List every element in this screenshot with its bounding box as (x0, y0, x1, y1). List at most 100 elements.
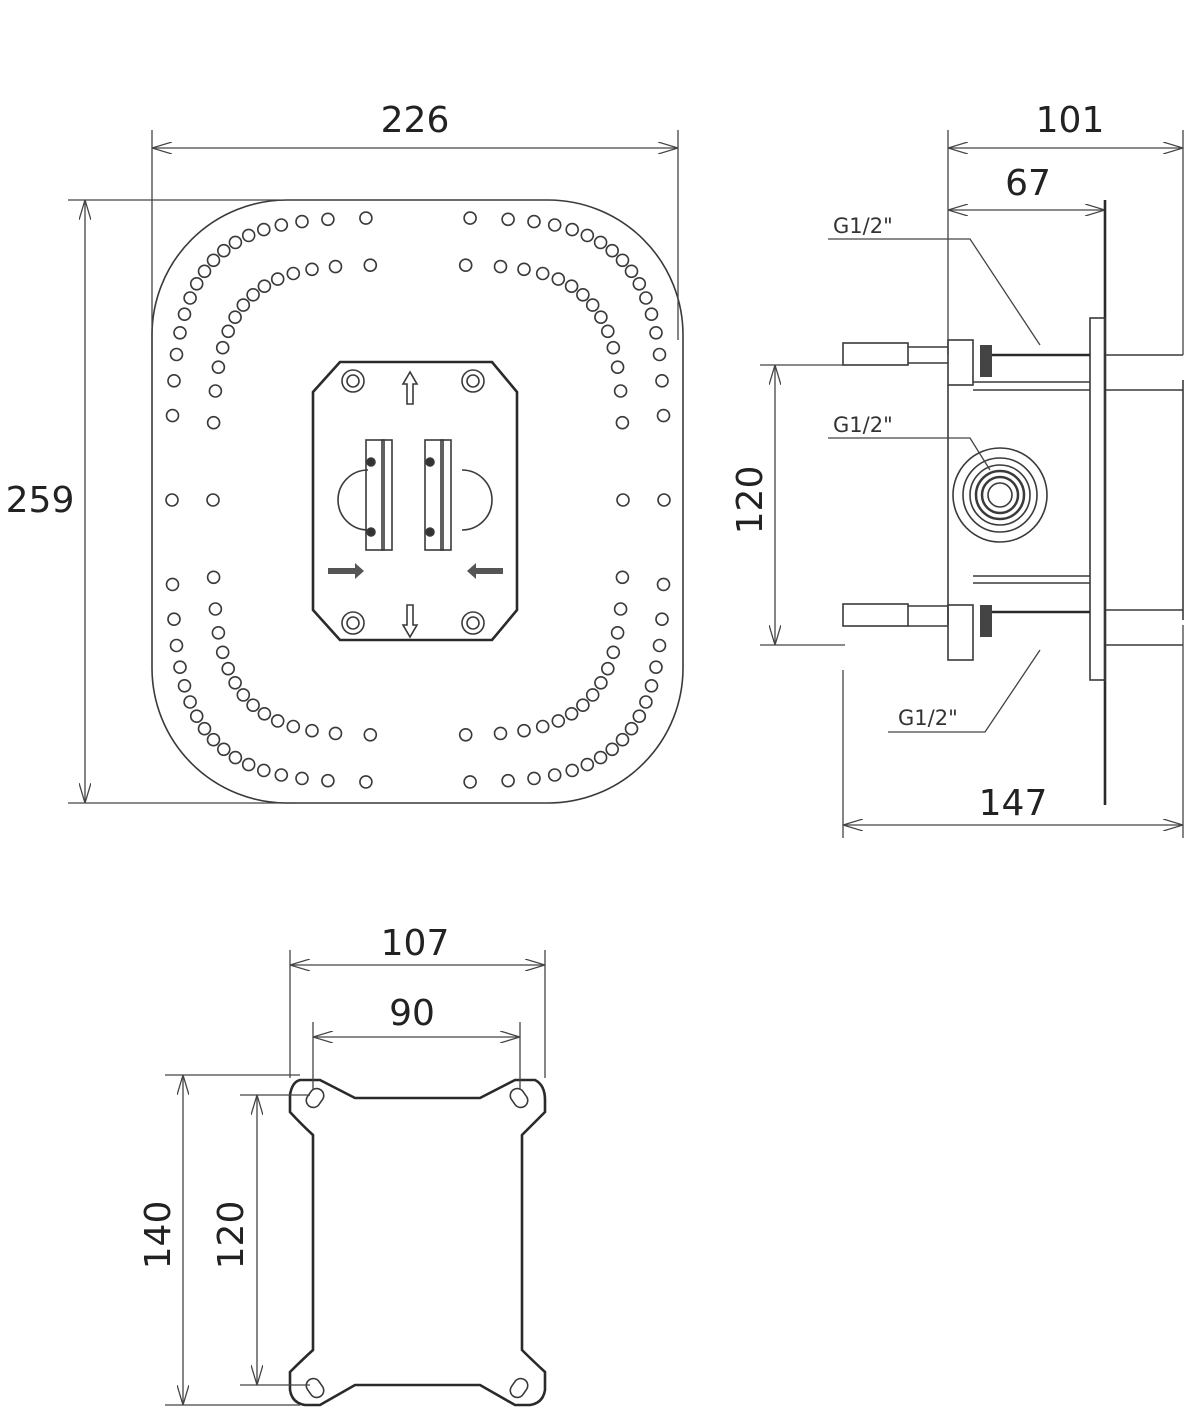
perforation-hole (565, 763, 580, 778)
perforation-hole (535, 719, 550, 734)
thread-label-middle: G1/2" (833, 413, 893, 437)
perforation-hole (585, 298, 600, 312)
perforation-hole (594, 675, 608, 690)
arrow-up-icon (401, 370, 419, 405)
perforation-hole (359, 775, 373, 789)
height-dimension: 259 (6, 480, 75, 521)
perforation-hole (165, 408, 180, 423)
perforation-hole (321, 773, 335, 788)
perforation-hole (270, 714, 285, 728)
perforation-hole (359, 211, 373, 225)
perforation-hole (206, 415, 221, 430)
perforation-hole (458, 258, 473, 273)
perforation-hole (274, 218, 289, 232)
overall-dimension: 147 (979, 783, 1048, 824)
perforation-hole (657, 493, 671, 507)
thread-label-top: G1/2" (833, 214, 893, 238)
arrow-left-icon (467, 563, 503, 579)
perforation-hole (165, 577, 180, 592)
plate-width-inner-dimension: 90 (389, 993, 435, 1034)
bottom-inlet (842, 575, 1090, 661)
perforation-hole (547, 768, 562, 782)
perforation-hole (270, 272, 285, 286)
valve-body-plate (311, 360, 519, 642)
perforation-hole (652, 347, 667, 362)
width-dimension: 226 (381, 100, 450, 141)
perforation-hole (639, 291, 653, 305)
mounting-plate (288, 1078, 547, 1407)
perforation-hole (644, 307, 659, 322)
perforation-hole (652, 638, 667, 653)
perforation-hole (177, 307, 192, 322)
perforation-hole (274, 768, 289, 782)
perforation-hole (606, 340, 621, 355)
plate-height-inner-dimension: 120 (211, 1201, 252, 1270)
perforation-hole (228, 235, 243, 250)
perforation-hole (551, 272, 566, 286)
perforation-hole (189, 276, 204, 291)
perforation-hole (576, 287, 590, 302)
perforation-hole (649, 325, 663, 340)
perforation-hole (606, 645, 621, 660)
perforation-hole (321, 212, 335, 227)
perforation-hole (517, 723, 531, 738)
mounting-plate-view: 107 90 140 120 (138, 923, 547, 1407)
perforation-hole (527, 771, 541, 786)
perforation-hole (656, 577, 671, 592)
perforation-hole (173, 325, 187, 340)
perforation-hole (580, 757, 595, 772)
perforation-hole (177, 678, 192, 693)
perforation-hole (600, 324, 615, 339)
perforation-hole (593, 750, 608, 765)
perforation-hole (189, 709, 204, 724)
depth-inner-dimension: 67 (1005, 163, 1051, 204)
perforation-hole (206, 493, 220, 507)
perforation-hole (576, 698, 590, 713)
arrow-right-icon (328, 563, 364, 579)
perforation-hole (246, 287, 260, 302)
perforation-hole (615, 415, 630, 430)
perforation-hole (208, 602, 223, 616)
perforation-hole (305, 723, 319, 738)
perforation-hole (493, 726, 508, 741)
perforation-hole (236, 688, 251, 702)
perforation-hole (197, 264, 212, 279)
perforation-hole (501, 212, 515, 227)
thread-label-bottom: G1/2" (898, 706, 958, 730)
perforation-hole (580, 228, 595, 243)
perforation-hole (197, 721, 212, 736)
perforation-hole (624, 721, 639, 736)
perforation-hole (517, 262, 531, 277)
plate-width-outer-dimension: 107 (381, 923, 450, 964)
perforation-hole (256, 763, 271, 778)
perforation-hole (655, 612, 669, 627)
perforation-hole (241, 757, 256, 772)
perforation-hole (605, 742, 620, 757)
perforation-hole (173, 660, 187, 675)
perforation-hole (593, 235, 608, 250)
perforation-hole (632, 709, 647, 724)
perforation-hole (463, 211, 477, 225)
perforation-hole (228, 310, 242, 325)
perforation-hole (215, 645, 230, 660)
perforation-hole (169, 347, 184, 362)
perforation-hole (295, 771, 309, 786)
perforation-hole (228, 750, 243, 765)
perforation-hole (256, 222, 271, 237)
perforation-hole (615, 732, 630, 747)
perforation-hole (257, 706, 272, 721)
perforation-hole (565, 222, 580, 237)
side-view: 101 67 G1/2" G1/2" G (730, 100, 1184, 838)
perforation-hole (167, 373, 181, 388)
perforation-hole (286, 266, 301, 281)
perforation-hole (236, 298, 251, 312)
perforation-hole (217, 243, 231, 258)
perforation-hole (547, 218, 562, 232)
perforation-hole (328, 726, 343, 741)
perforation-hole (257, 279, 272, 294)
perforation-hole (615, 570, 630, 585)
perforation-hole (656, 408, 671, 423)
perforation-hole (208, 384, 223, 398)
inlet-spacing-dimension: 120 (730, 466, 771, 535)
